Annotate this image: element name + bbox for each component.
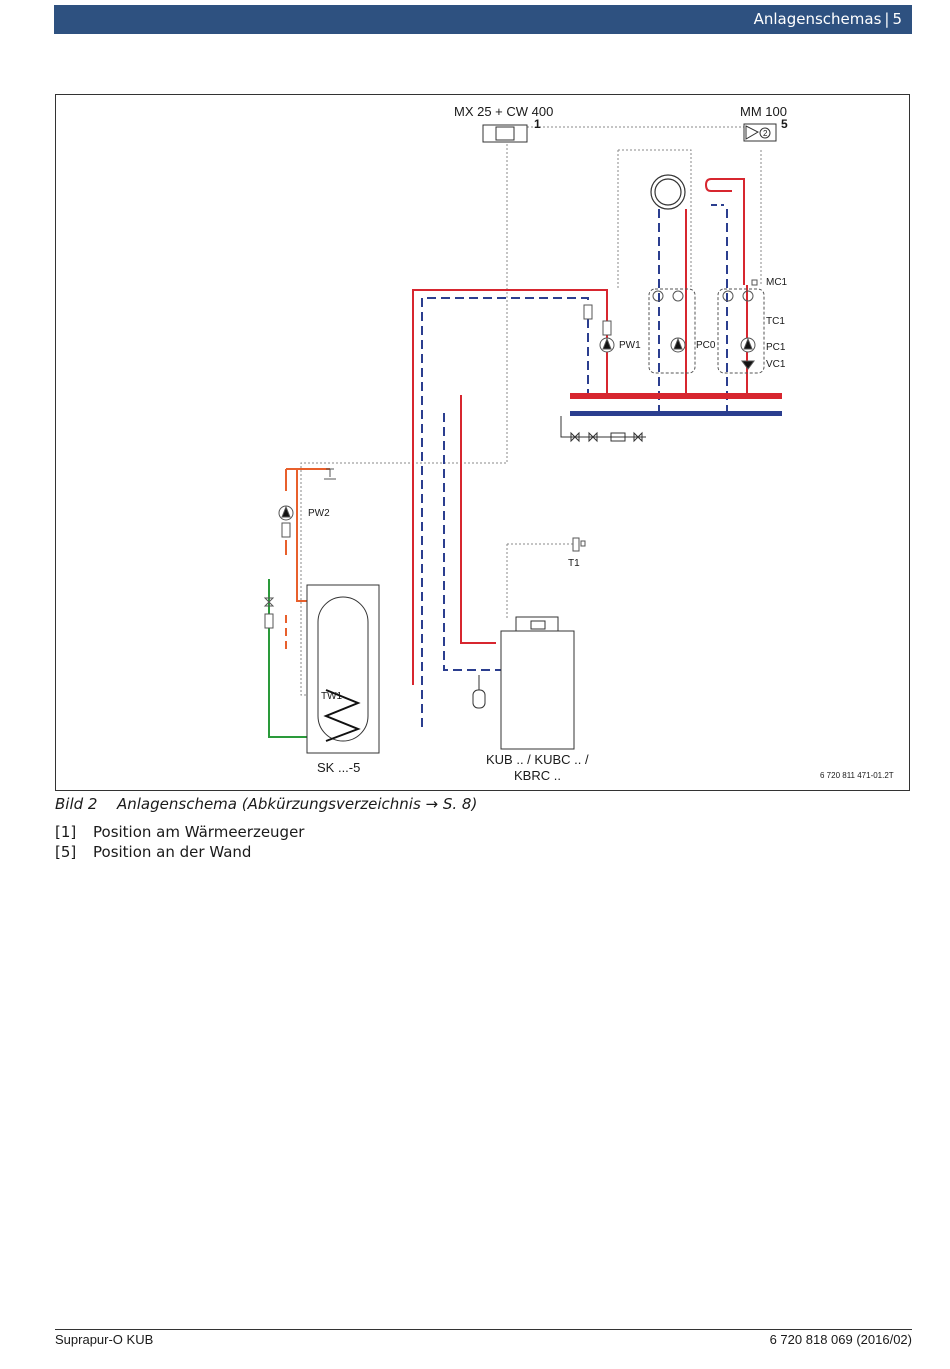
- pump-pw2: [278, 505, 294, 538]
- label-pw1: PW1: [619, 340, 641, 351]
- header-separator: |: [884, 10, 890, 28]
- pump-group-pc1: [717, 279, 765, 374]
- label-mc1: MC1: [766, 277, 788, 288]
- legend-text: Position am Wärmeerzeuger: [93, 823, 305, 841]
- supply-header: [570, 393, 782, 399]
- pump-pw1: [583, 304, 615, 353]
- control-wiring: [300, 126, 762, 696]
- section-title: Anlagenschemas: [753, 10, 882, 28]
- label-pw2: PW2: [308, 508, 330, 519]
- cold-water-line: [268, 579, 318, 738]
- controller-position: 1: [534, 117, 541, 131]
- drawing-id: 6 720 811 471-01.2T: [820, 771, 894, 780]
- label-tank: SK ...-5: [317, 760, 360, 775]
- legend-key: [5]: [55, 843, 77, 861]
- diagram-svg: MX 25 + CW 400 1 2 MM 100 5: [263, 104, 894, 783]
- legend-item: [5] Position an der Wand: [55, 842, 304, 862]
- cold-water-valves: [263, 597, 275, 629]
- header-bar: Anlagenschemas|5: [54, 5, 912, 34]
- expansion-vessel: [472, 675, 486, 709]
- footer-product: Suprapur-O KUB: [55, 1332, 154, 1347]
- supply-lines: [412, 209, 748, 685]
- module-symbol: 2: [763, 129, 768, 138]
- module-label: MM 100: [740, 104, 787, 119]
- controller-label: MX 25 + CW 400: [454, 104, 553, 119]
- figure-label: Bild 2: [55, 795, 98, 813]
- footer-rule: [55, 1329, 912, 1330]
- module-mm100: [743, 123, 777, 142]
- legend-text: Position an der Wand: [93, 843, 252, 861]
- return-header: [570, 411, 782, 416]
- boiler: [500, 616, 575, 750]
- return-lines: [421, 209, 728, 727]
- label-boiler-line1: KUB .. / KUBC .. /: [486, 752, 589, 767]
- fill-valve-assembly: [560, 416, 646, 443]
- radiator-symbol: [650, 174, 686, 210]
- storage-tank: [306, 584, 380, 754]
- figure-caption: Bild 2 Anlagenschema (Abkürzungsverzeichn…: [55, 795, 477, 813]
- legend: [1] Position am Wärmeerzeuger [5] Position…: [55, 822, 304, 862]
- outdoor-sensor-t1: [572, 537, 586, 552]
- label-boiler-line2: KBRC ..: [514, 768, 561, 783]
- label-tc1: TC1: [766, 316, 785, 327]
- pump-group-pc0: [648, 288, 696, 374]
- label-vc1: VC1: [766, 359, 786, 370]
- footer-doc-number: 6 720 818 069 (2016/02): [769, 1332, 912, 1347]
- module-position: 5: [781, 117, 788, 131]
- floor-heating-loop: [704, 178, 745, 285]
- figure-text: Anlagenschema (Abkürzungsverzeichnis → S…: [117, 795, 478, 813]
- legend-key: [1]: [55, 823, 77, 841]
- page-number: 5: [892, 10, 902, 28]
- dhw-lines: [285, 468, 330, 602]
- label-pc0: PC0: [696, 340, 716, 351]
- header-text: Anlagenschemas|5: [754, 10, 902, 28]
- label-tw1: TW1: [321, 691, 343, 702]
- label-t1: T1: [568, 558, 580, 569]
- legend-item: [1] Position am Wärmeerzeuger: [55, 822, 304, 842]
- shower-icon: [324, 468, 336, 480]
- controller-mx25: [482, 124, 528, 143]
- label-pc1: PC1: [766, 342, 786, 353]
- system-diagram: MX 25 + CW 400 1 2 MM 100 5: [55, 94, 910, 791]
